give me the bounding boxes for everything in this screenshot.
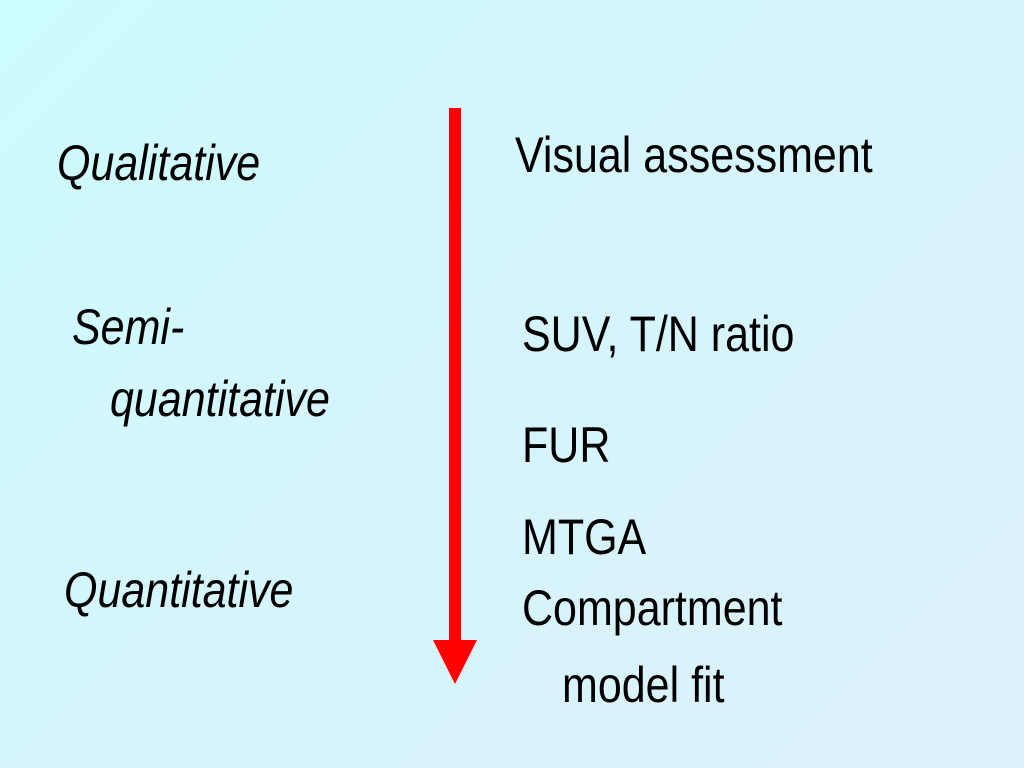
label-suv-tn-ratio: SUV, T/N ratio — [522, 306, 795, 362]
label-mtga: MTGA — [522, 509, 647, 565]
arrow-shaft — [449, 108, 461, 644]
label-compartment-line2: model fit — [562, 657, 725, 713]
arrow-head — [433, 640, 477, 684]
label-semi-quantitative-line2: quantitative — [110, 371, 330, 427]
label-qualitative: Qualitative — [57, 135, 261, 191]
label-semi-quantitative-line1: Semi- — [72, 299, 185, 355]
down-arrow-icon — [433, 108, 477, 684]
label-fur: FUR — [522, 417, 611, 473]
label-quantitative: Quantitative — [64, 562, 294, 618]
label-visual-assessment: Visual assessment — [515, 127, 873, 183]
label-compartment-line1: Compartment — [522, 580, 783, 636]
